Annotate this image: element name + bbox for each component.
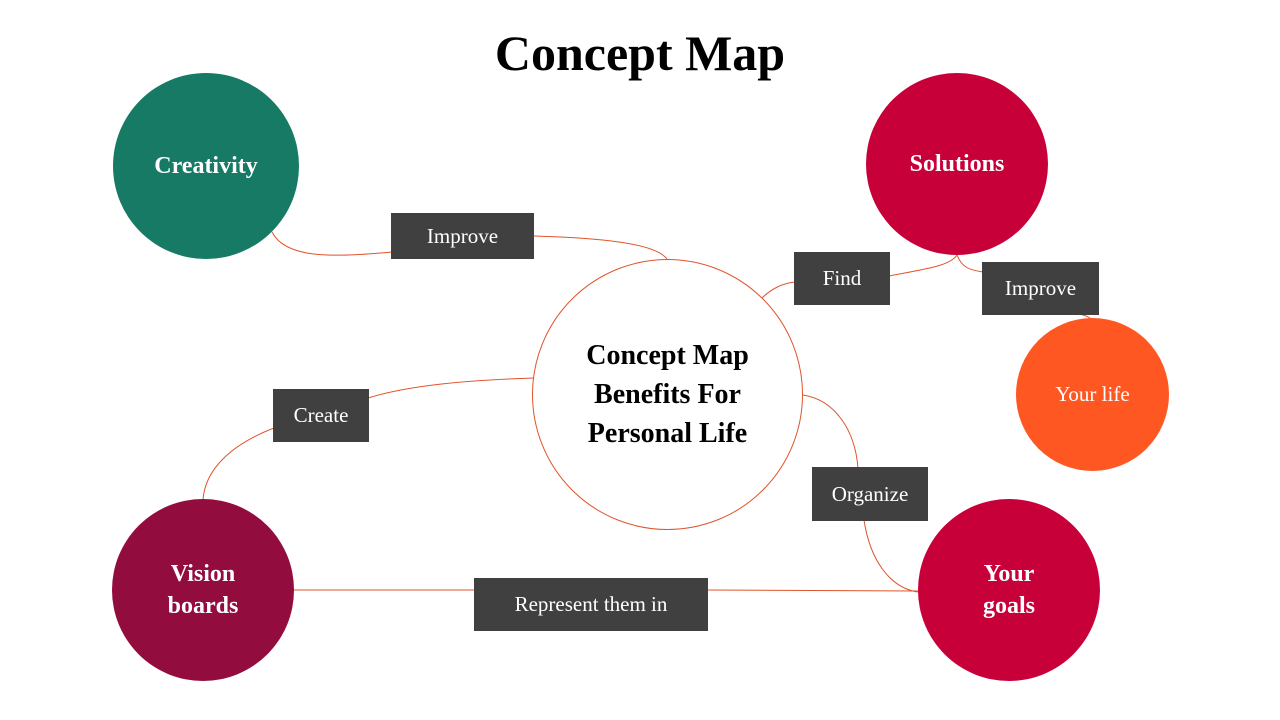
connector-create-vision (202, 427, 275, 501)
node-center: Concept Map Benefits For Personal Life (532, 259, 803, 530)
node-creativity: Creativity (113, 73, 299, 259)
connector-creativity-center (271, 231, 393, 256)
node-center-label: Concept Map Benefits For Personal Life (586, 340, 749, 449)
node-vision-boards: Vision boards (112, 499, 294, 681)
link-label-improve-creativity: Improve (391, 213, 534, 259)
link-label-create: Create (273, 389, 369, 442)
connector-find-solutions (888, 254, 958, 277)
connector-solutions-improve (956, 254, 984, 273)
link-label-improve-life: Improve (982, 262, 1099, 315)
node-your-life-label: Your life (1055, 382, 1130, 406)
link-label-organize: Organize (812, 467, 928, 521)
node-solutions: Solutions (866, 73, 1048, 255)
connector-creativity-center-2 (533, 235, 668, 260)
connector-center-find (761, 281, 796, 299)
node-your-life: Your life (1016, 318, 1169, 471)
connector-represent-goals (707, 589, 919, 592)
link-label-represent: Represent them in (474, 578, 708, 631)
connector-center-organize (802, 394, 859, 469)
node-your-goals: Your goals (918, 499, 1100, 681)
node-vision-boards-label: Vision boards (167, 561, 239, 619)
connector-center-create (367, 377, 535, 399)
node-your-goals-label: Your goals (982, 561, 1035, 619)
node-solutions-label: Solutions (909, 150, 1005, 177)
connector-organize-goals (863, 519, 919, 593)
link-label-find: Find (794, 252, 890, 305)
node-creativity-label: Creativity (154, 152, 258, 179)
page-title: Concept Map (494, 25, 786, 81)
